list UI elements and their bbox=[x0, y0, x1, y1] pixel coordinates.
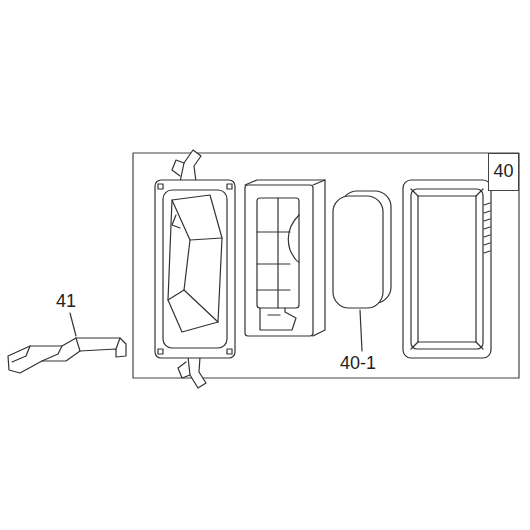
callout-number: 40 bbox=[493, 162, 513, 182]
callout-number: 41 bbox=[56, 292, 76, 312]
rib-stroke bbox=[484, 219, 490, 221]
rib-stroke bbox=[484, 251, 490, 253]
leader-line bbox=[70, 313, 76, 336]
bezel-part bbox=[155, 150, 235, 388]
tray-part bbox=[403, 180, 491, 358]
rib-stroke bbox=[484, 227, 490, 229]
group-frame bbox=[133, 153, 519, 378]
rib-stroke bbox=[484, 235, 490, 237]
rib-stroke bbox=[484, 243, 490, 245]
frame-part bbox=[245, 180, 325, 336]
pad-part bbox=[333, 191, 391, 308]
rib-stroke bbox=[484, 203, 490, 205]
leader-line bbox=[360, 310, 362, 351]
group-number-box: 40 bbox=[488, 153, 519, 191]
callout-number: 40-1 bbox=[340, 354, 376, 374]
bracket-part bbox=[8, 338, 126, 373]
rib-stroke bbox=[484, 211, 490, 213]
